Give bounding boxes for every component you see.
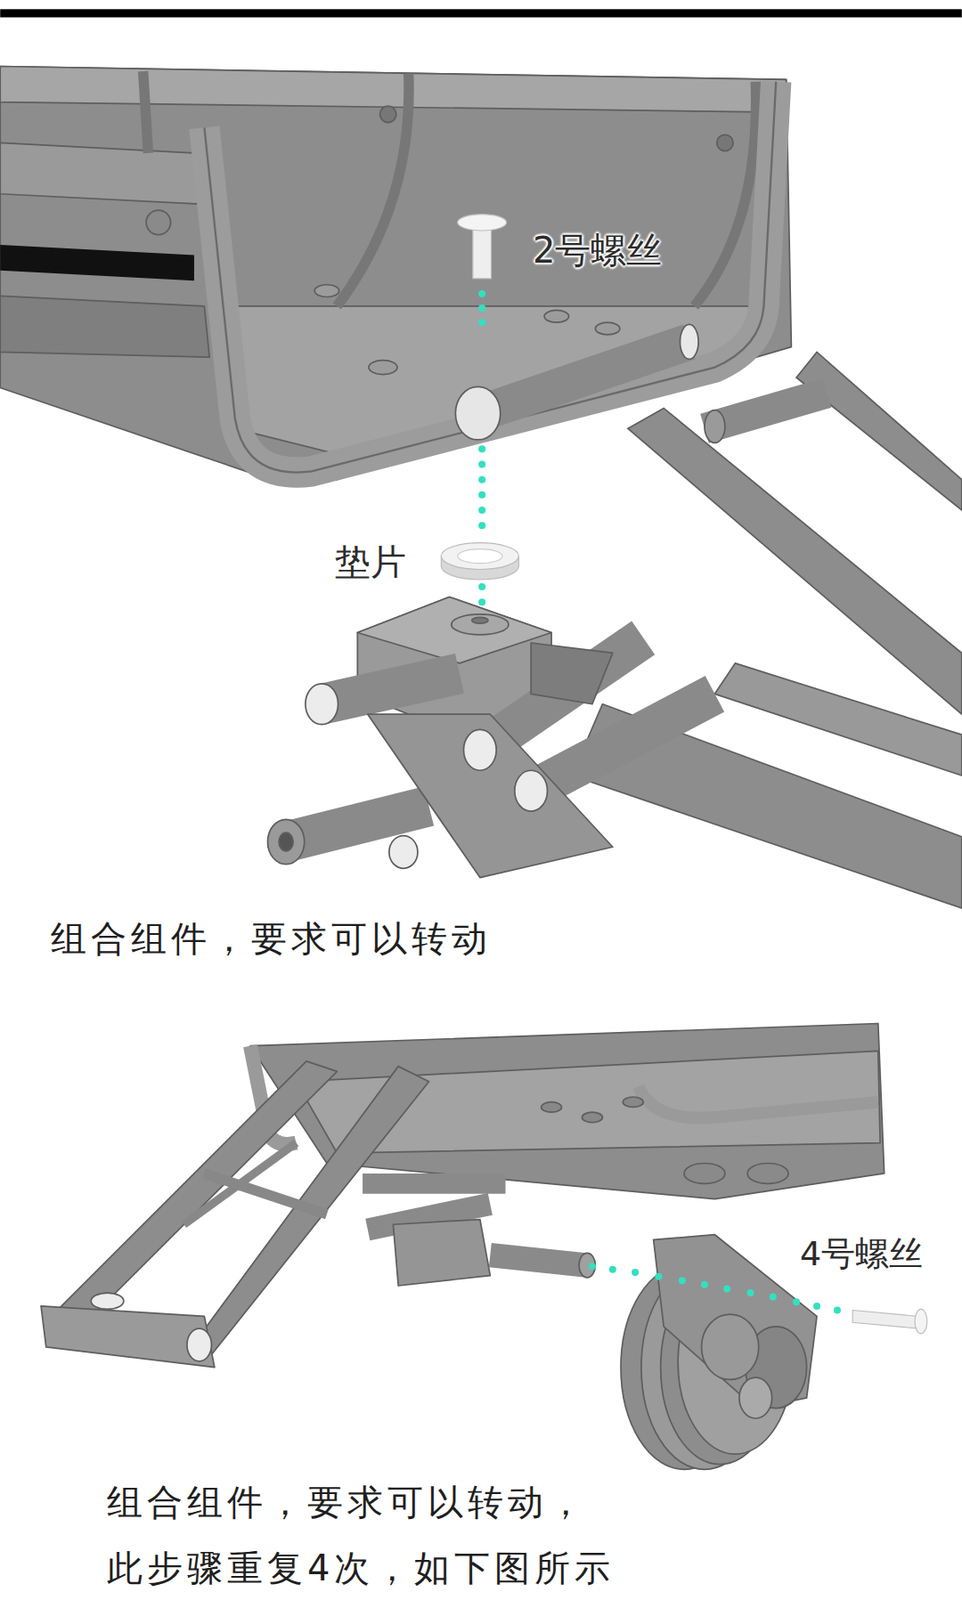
washer	[440, 543, 519, 580]
instruction-text: 组合组件，要求可以转动	[50, 917, 492, 961]
a-frame-part	[627, 351, 962, 715]
part-label: 2号螺丝	[532, 228, 662, 272]
instruction-text: 组合组件，要求可以转动， 此步骤重复4次，如下图所示	[106, 1469, 677, 1600]
screw-4	[852, 1309, 928, 1335]
part-label: 垫片	[334, 540, 407, 584]
screw-2	[457, 214, 507, 279]
part-label: 4号螺丝	[799, 1234, 923, 1276]
steering-assembly	[267, 596, 962, 909]
top-bar	[0, 8, 962, 17]
wheel-assembly	[620, 1235, 817, 1471]
